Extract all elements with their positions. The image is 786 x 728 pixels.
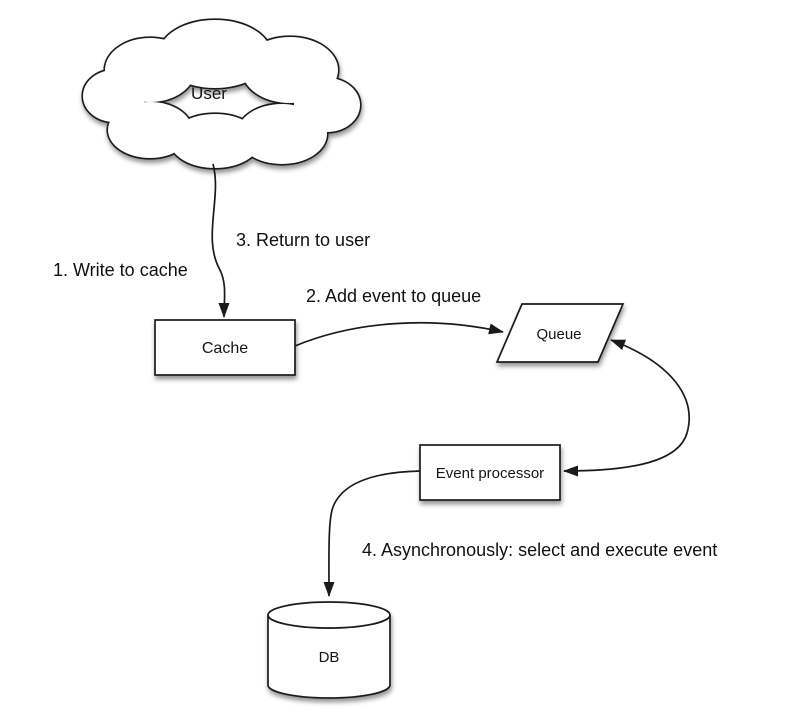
step3-label: 3. Return to user bbox=[236, 230, 370, 250]
edge-queue-event-processor bbox=[563, 339, 690, 477]
event-processor-node bbox=[419, 444, 561, 501]
event-processor-label: Event processor bbox=[436, 465, 544, 482]
db-node bbox=[267, 601, 391, 699]
step2-label: 2. Add event to queue bbox=[306, 286, 481, 306]
edge-event-processor-to-db bbox=[323, 470, 421, 597]
queue-label: Queue bbox=[536, 326, 581, 343]
cache-node bbox=[154, 319, 296, 376]
step4-label: 4. Asynchronously: select and execute ev… bbox=[362, 540, 717, 560]
cache-label: Cache bbox=[202, 340, 248, 357]
user-node bbox=[81, 18, 362, 170]
db-cylinder-top bbox=[267, 601, 391, 629]
cloud-shape bbox=[81, 18, 362, 170]
db-label: DB bbox=[319, 649, 340, 666]
queue-node bbox=[495, 303, 625, 363]
user-label: User bbox=[191, 84, 227, 103]
edge-cache-to-queue bbox=[294, 321, 504, 347]
edge-user-to-cache bbox=[211, 163, 230, 318]
step1-label: 1. Write to cache bbox=[53, 260, 188, 280]
